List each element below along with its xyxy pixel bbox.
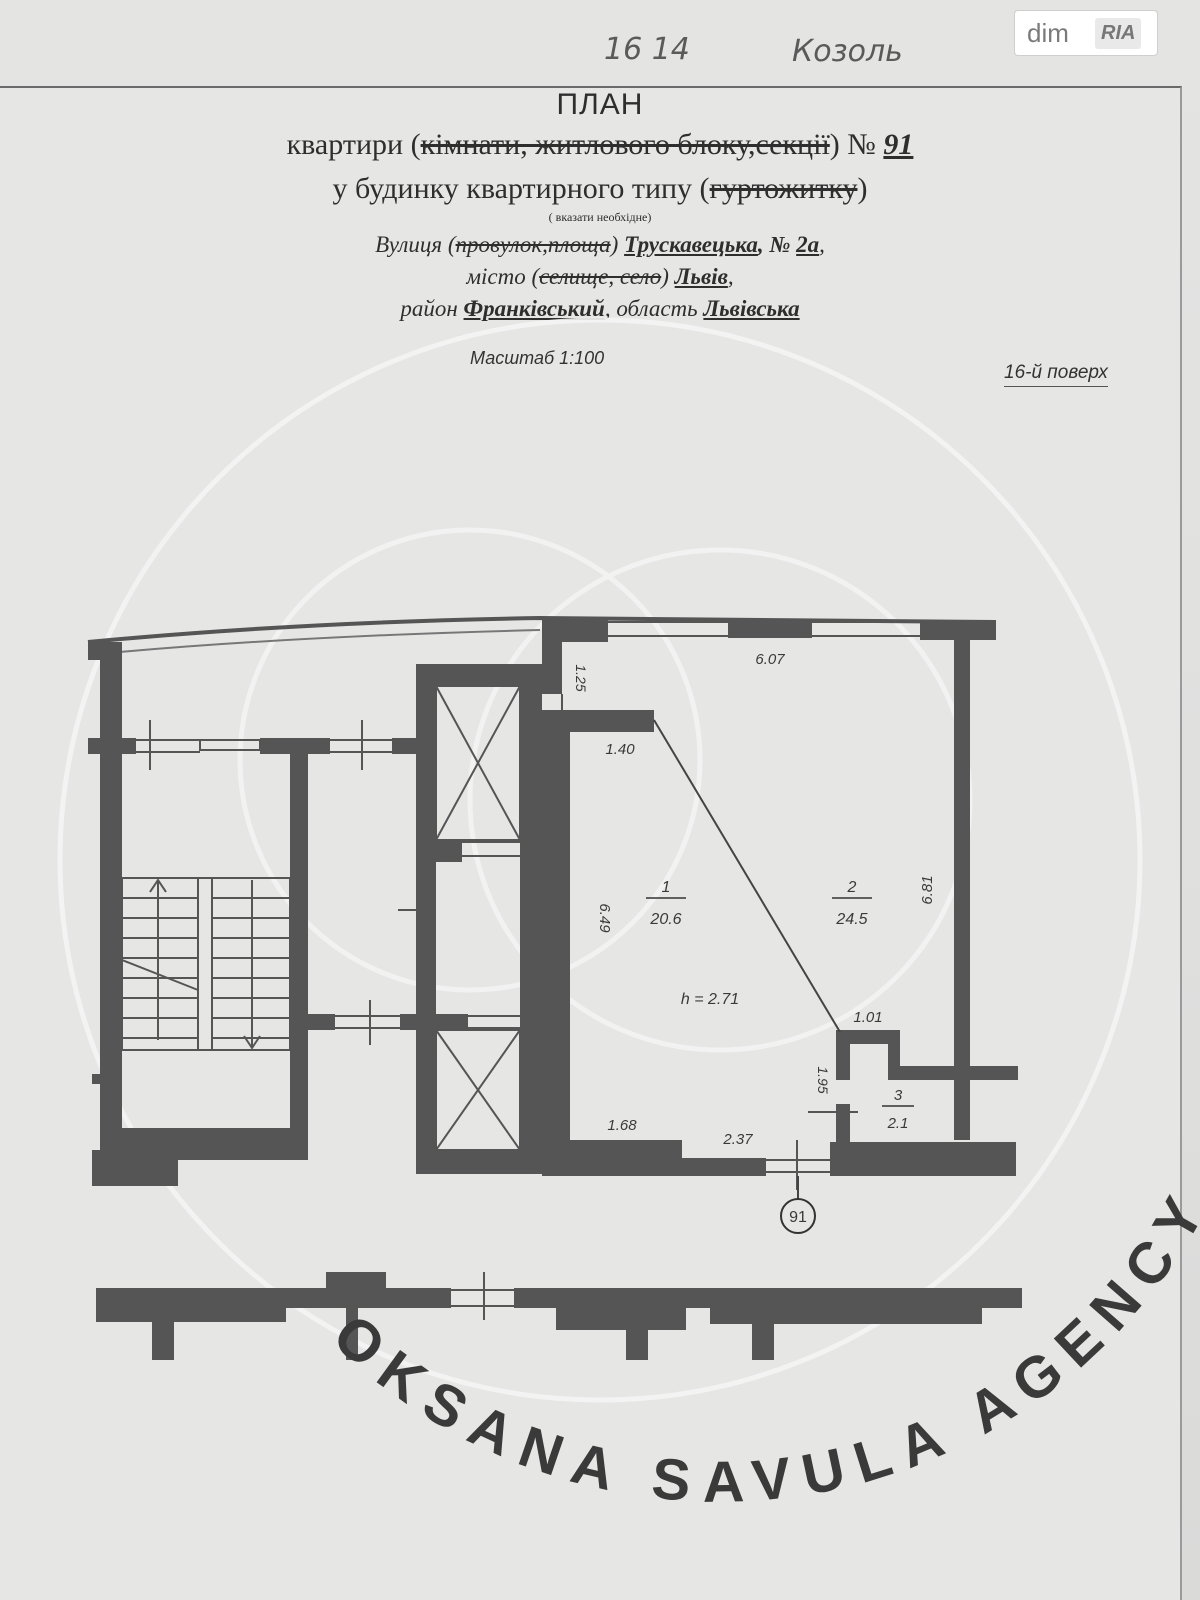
svg-text:24.5: 24.5: [835, 911, 867, 928]
room-2-label: 2 24.5: [832, 879, 872, 928]
building-type-line: у будинку квартирного типу (гуртожитку): [332, 172, 868, 205]
svg-text:20.6: 20.6: [649, 911, 681, 928]
scale-label: Масштаб 1:100: [470, 348, 605, 368]
handwritten-number: 16 14: [604, 32, 690, 67]
ria-logo-icon: RIA: [1095, 17, 1142, 49]
floor-label: 16-й поверх: [1004, 362, 1108, 387]
svg-text:2: 2: [847, 879, 857, 896]
room-1-label: 1 20.6: [646, 879, 686, 928]
dim-ria-logo[interactable]: dim RIA: [1014, 10, 1158, 56]
svg-text:6.07: 6.07: [755, 651, 785, 668]
city-line: місто (селище, село) Львів,: [466, 264, 734, 289]
plan-title: ПЛАН: [556, 88, 644, 121]
note-line: ( вказати необхідне): [548, 210, 652, 224]
ceiling-height-label: h = 2.71: [681, 991, 739, 1008]
svg-text:1.25: 1.25: [573, 664, 589, 691]
svg-text:6.49: 6.49: [596, 903, 613, 933]
room-3-label: 3 2.1: [882, 1087, 914, 1132]
svg-text:2.1: 2.1: [887, 1115, 909, 1132]
svg-text:2.37: 2.37: [722, 1131, 753, 1148]
staircase-icon: [121, 877, 291, 1051]
svg-text:1.40: 1.40: [605, 741, 635, 758]
handwritten-name: Козоль: [792, 34, 903, 69]
svg-text:1.68: 1.68: [607, 1117, 637, 1134]
apartment-marker-icon: [780, 1198, 816, 1234]
street-line: Вулиця (провулок,площа) Трускавецька, № …: [375, 232, 825, 257]
svg-text:6.81: 6.81: [919, 875, 936, 904]
watermark-circle-icon: [57, 317, 1143, 1403]
svg-text:3: 3: [894, 1087, 903, 1104]
svg-text:1: 1: [662, 879, 671, 896]
plan-sheet: [0, 86, 1182, 1600]
apartment-line: квартири (кімнати, житлового блоку,секці…: [286, 128, 914, 161]
svg-text:91: 91: [789, 1209, 807, 1226]
svg-text:1.01: 1.01: [853, 1009, 882, 1026]
district-line: район Франківський, область Львівська: [400, 296, 800, 321]
svg-text:1.95: 1.95: [815, 1066, 831, 1093]
